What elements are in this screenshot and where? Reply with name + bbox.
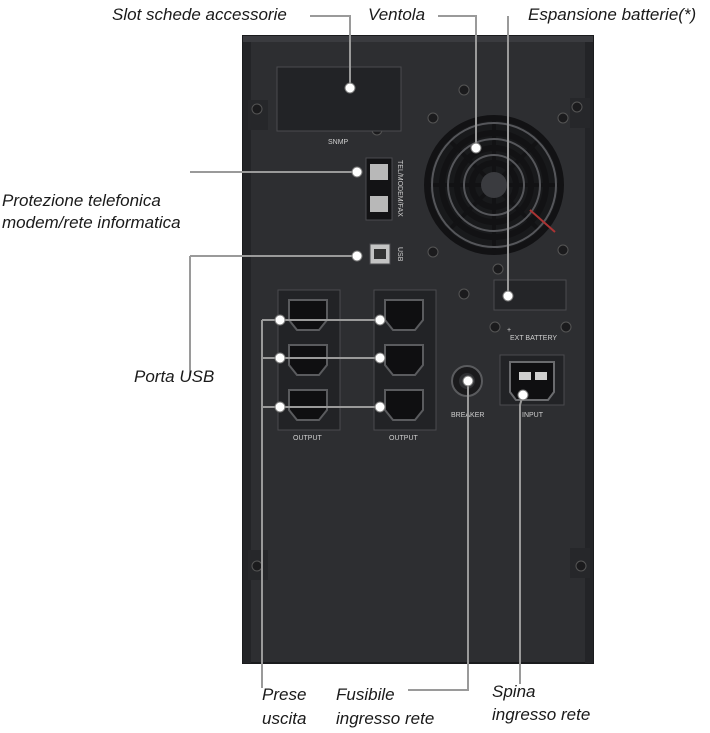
usb-port-inner <box>374 249 386 259</box>
callout-outlets-line1: Prese <box>262 685 307 704</box>
input-plug-icon <box>509 361 555 401</box>
callout-outlets-line2: uscita <box>262 709 307 728</box>
output-label-right: OUTPUT <box>389 435 419 442</box>
output-label-left: OUTPUT <box>293 435 323 442</box>
ext-battery-plus: + <box>507 327 511 334</box>
callout-battery: Espansione batterie(*) <box>528 5 697 24</box>
fan-wire <box>529 209 556 233</box>
callout-phone-line2: modem/rete informatica <box>2 213 181 232</box>
fan-hub <box>481 172 507 198</box>
chassis-top-bevel <box>243 36 593 42</box>
snmp-slot-cover <box>276 66 402 132</box>
input-label: INPUT <box>522 412 544 419</box>
callout-input-line1: Spina <box>492 682 536 701</box>
snmp-label: SNMP <box>328 139 349 146</box>
callout-usb: Porta USB <box>134 367 215 386</box>
callout-breaker-line2: ingresso rete <box>336 709 435 728</box>
callout-fan: Ventola <box>368 5 426 24</box>
ext-battery-label: EXT BATTERY <box>510 335 557 342</box>
tel-modem-label: TEL/MODEM/FAX <box>396 160 403 217</box>
callout-slot: Slot schede accessorie <box>112 5 287 24</box>
callout-phone-line1: Protezione telefonica <box>2 191 161 210</box>
chassis-left-edge <box>243 36 251 663</box>
input-plug-pin <box>519 372 531 380</box>
callout-input-line2: ingresso rete <box>492 705 591 724</box>
input-plug-pin <box>535 372 547 380</box>
rj-port-icon <box>370 164 388 180</box>
fan-grille-ring <box>431 122 557 248</box>
chassis-right-edge <box>585 36 593 663</box>
callout-breaker-line1: Fusibile <box>336 685 395 704</box>
iec-outlet-icon <box>288 299 424 421</box>
leader-dot-icon <box>274 82 529 413</box>
rj-port-icon <box>370 196 388 212</box>
usb-label: USB <box>396 247 403 262</box>
